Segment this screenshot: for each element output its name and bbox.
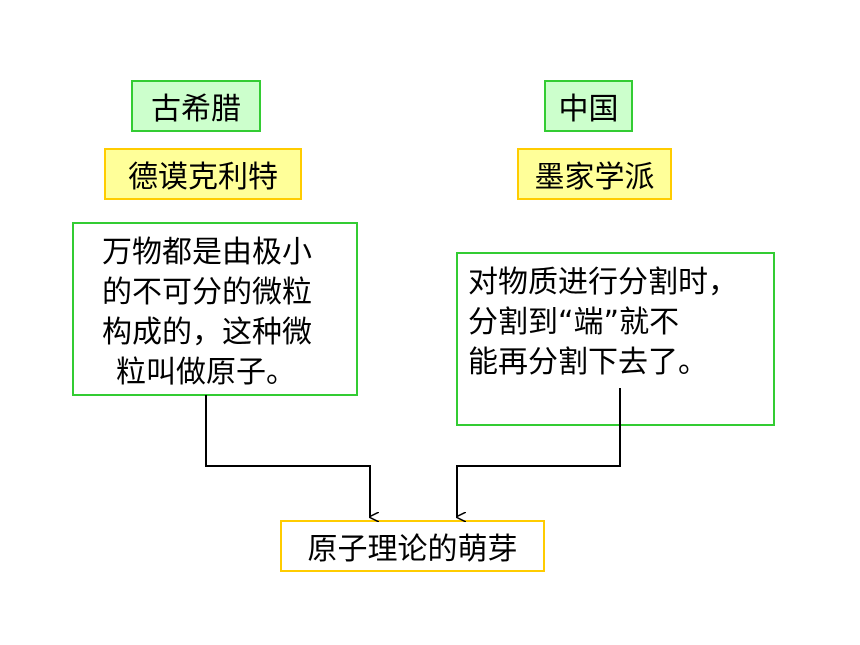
greece-theory-box: 万物都是由极小 的不可分的微粒 构成的，这种微 粒叫做原子。 [72, 222, 358, 396]
greece-theory-line: 的不可分的微粒 [102, 275, 312, 310]
result-box: 原子理论的萌芽 [280, 520, 545, 572]
arrow-right-connector [456, 388, 621, 517]
person-label-democritus: 德谟克利特 [104, 148, 302, 200]
china-theory-line: 对物质进行分割时， [468, 265, 738, 300]
school-label-mohism-text: 墨家学派 [534, 160, 655, 195]
china-theory-box: 对物质进行分割时， 分割到“端”就不 能再分割下去了。 [456, 252, 775, 426]
result-text: 原子理论的萌芽 [307, 532, 518, 567]
region-label-china: 中国 [544, 80, 633, 132]
china-theory-line: 能再分割下去了。 [468, 345, 708, 380]
greece-theory-line: 万物都是由极小 [102, 235, 312, 270]
school-label-mohism: 墨家学派 [517, 148, 672, 200]
arrow-left-connector [205, 395, 370, 517]
region-label-china-text: 中国 [558, 92, 619, 127]
region-label-greece-text: 古希腊 [151, 92, 241, 127]
person-label-democritus-text: 德谟克利特 [128, 160, 278, 195]
china-theory-line: 分割到“端”就不 [468, 305, 680, 340]
greece-theory-line: 粒叫做原子。 [116, 355, 296, 390]
region-label-greece: 古希腊 [131, 80, 261, 132]
greece-theory-line: 构成的，这种微 [102, 315, 312, 350]
